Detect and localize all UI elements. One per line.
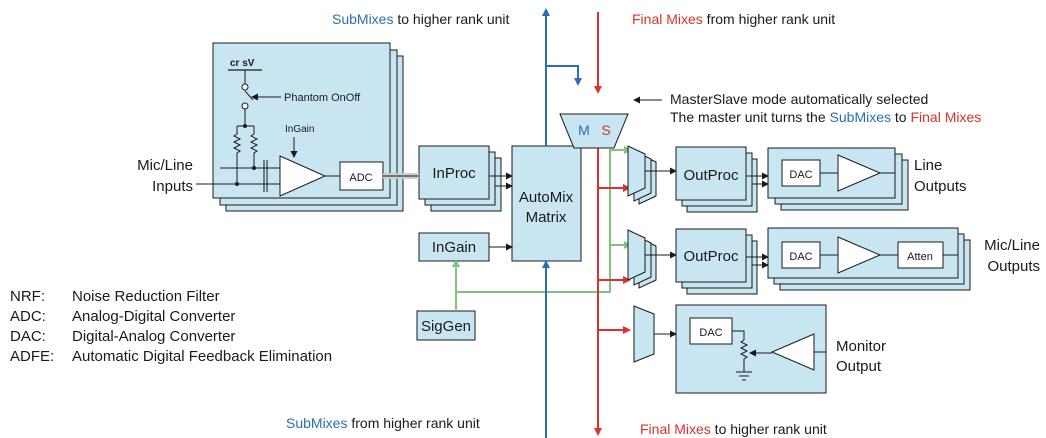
preamp-icon	[279, 155, 327, 197]
automix-matrix-block	[511, 145, 582, 262]
adc-block	[339, 161, 384, 191]
ingain-label: InGain	[285, 124, 314, 135]
mic-line-output-label-1: Mic/Line	[984, 237, 1040, 254]
dac-label-3: DAC	[699, 327, 722, 339]
outproc-block-1	[675, 146, 747, 201]
slave-label: S	[601, 122, 610, 138]
siggen-routing	[452, 146, 632, 311]
dac-block-3	[689, 317, 733, 345]
master-slave-note: MasterSlave mode automatically selected	[670, 91, 928, 107]
master-slave-switch	[559, 113, 629, 149]
submix-up-label: SubMixes to higher rank unit	[332, 11, 510, 27]
siggen-label: SigGen	[421, 318, 471, 335]
ingain-block-label: InGain	[432, 239, 476, 256]
line-output-label-2: Outputs	[914, 178, 967, 195]
output-selector-1	[627, 145, 646, 197]
final-out-label: Final Mixes to higher rank unit	[640, 421, 827, 437]
output-selector-3	[633, 305, 655, 363]
final-down-label: Final Mixes from higher rank unit	[632, 11, 835, 27]
mic-line-output-chain: OutProc DAC Atten Mic/Line Outputs	[627, 227, 1040, 295]
input-section: cr sV Phantom OnOff InGain ADC Mic/Line …	[137, 42, 404, 212]
submix-in-label: SubMixes from higher rank unit	[286, 415, 480, 431]
monitor-output-label-2: Output	[836, 358, 882, 375]
automix-label-1: AutoMix	[519, 189, 574, 206]
outproc-block-2	[675, 228, 747, 283]
outproc-label-1: OutProc	[683, 167, 739, 184]
legend-abbr-adfe: ADFE:	[10, 348, 54, 365]
atten-block	[897, 241, 944, 269]
legend-text-dac: Digital-Analog Converter	[72, 328, 235, 345]
legend-abbr-adc: ADC:	[10, 308, 46, 325]
output-selector-2	[627, 229, 646, 281]
mic-line-output-label-2: Outputs	[987, 258, 1040, 275]
dac-label-2: DAC	[789, 251, 812, 263]
dac-label-1: DAC	[789, 169, 812, 181]
input-label-1: Mic/Line	[137, 157, 193, 174]
atten-label: Atten	[907, 251, 933, 263]
monitor-output-label-1: Monitor	[836, 338, 886, 355]
line-amp-icon	[837, 154, 882, 192]
input-label-2: Inputs	[152, 178, 193, 195]
inproc-block: InProc	[383, 145, 502, 212]
automix-label-2: Matrix	[526, 209, 567, 226]
mic-line-amp-icon	[837, 236, 882, 274]
legend-text-adfe: Automatic Digital Feedback Elimination	[72, 348, 332, 365]
master-unit-note: The master unit turns the SubMixes to Fi…	[670, 109, 981, 125]
legend: NRF: Noise Reduction Filter ADC: Analog-…	[10, 288, 332, 365]
phantom-label: Phantom OnOff	[284, 92, 361, 104]
legend-text-nrf: Noise Reduction Filter	[72, 288, 220, 305]
outproc-label-2: OutProc	[683, 248, 739, 265]
adc-label: ADC	[349, 172, 372, 184]
master-label: M	[578, 122, 590, 138]
legend-abbr-nrf: NRF:	[10, 288, 45, 305]
siggen-block	[416, 310, 476, 341]
line-output-chain: OutProc DAC Line Outputs	[627, 145, 967, 213]
legend-abbr-dac: DAC:	[10, 328, 46, 345]
inproc-label: InProc	[432, 165, 476, 182]
line-output-label-1: Line	[914, 157, 942, 174]
power-label: cr sV	[230, 58, 255, 69]
monitor-output-chain: DAC Monitor Output	[633, 304, 886, 394]
dac-block-1	[781, 159, 821, 187]
legend-text-adc: Analog-Digital Converter	[72, 308, 235, 325]
